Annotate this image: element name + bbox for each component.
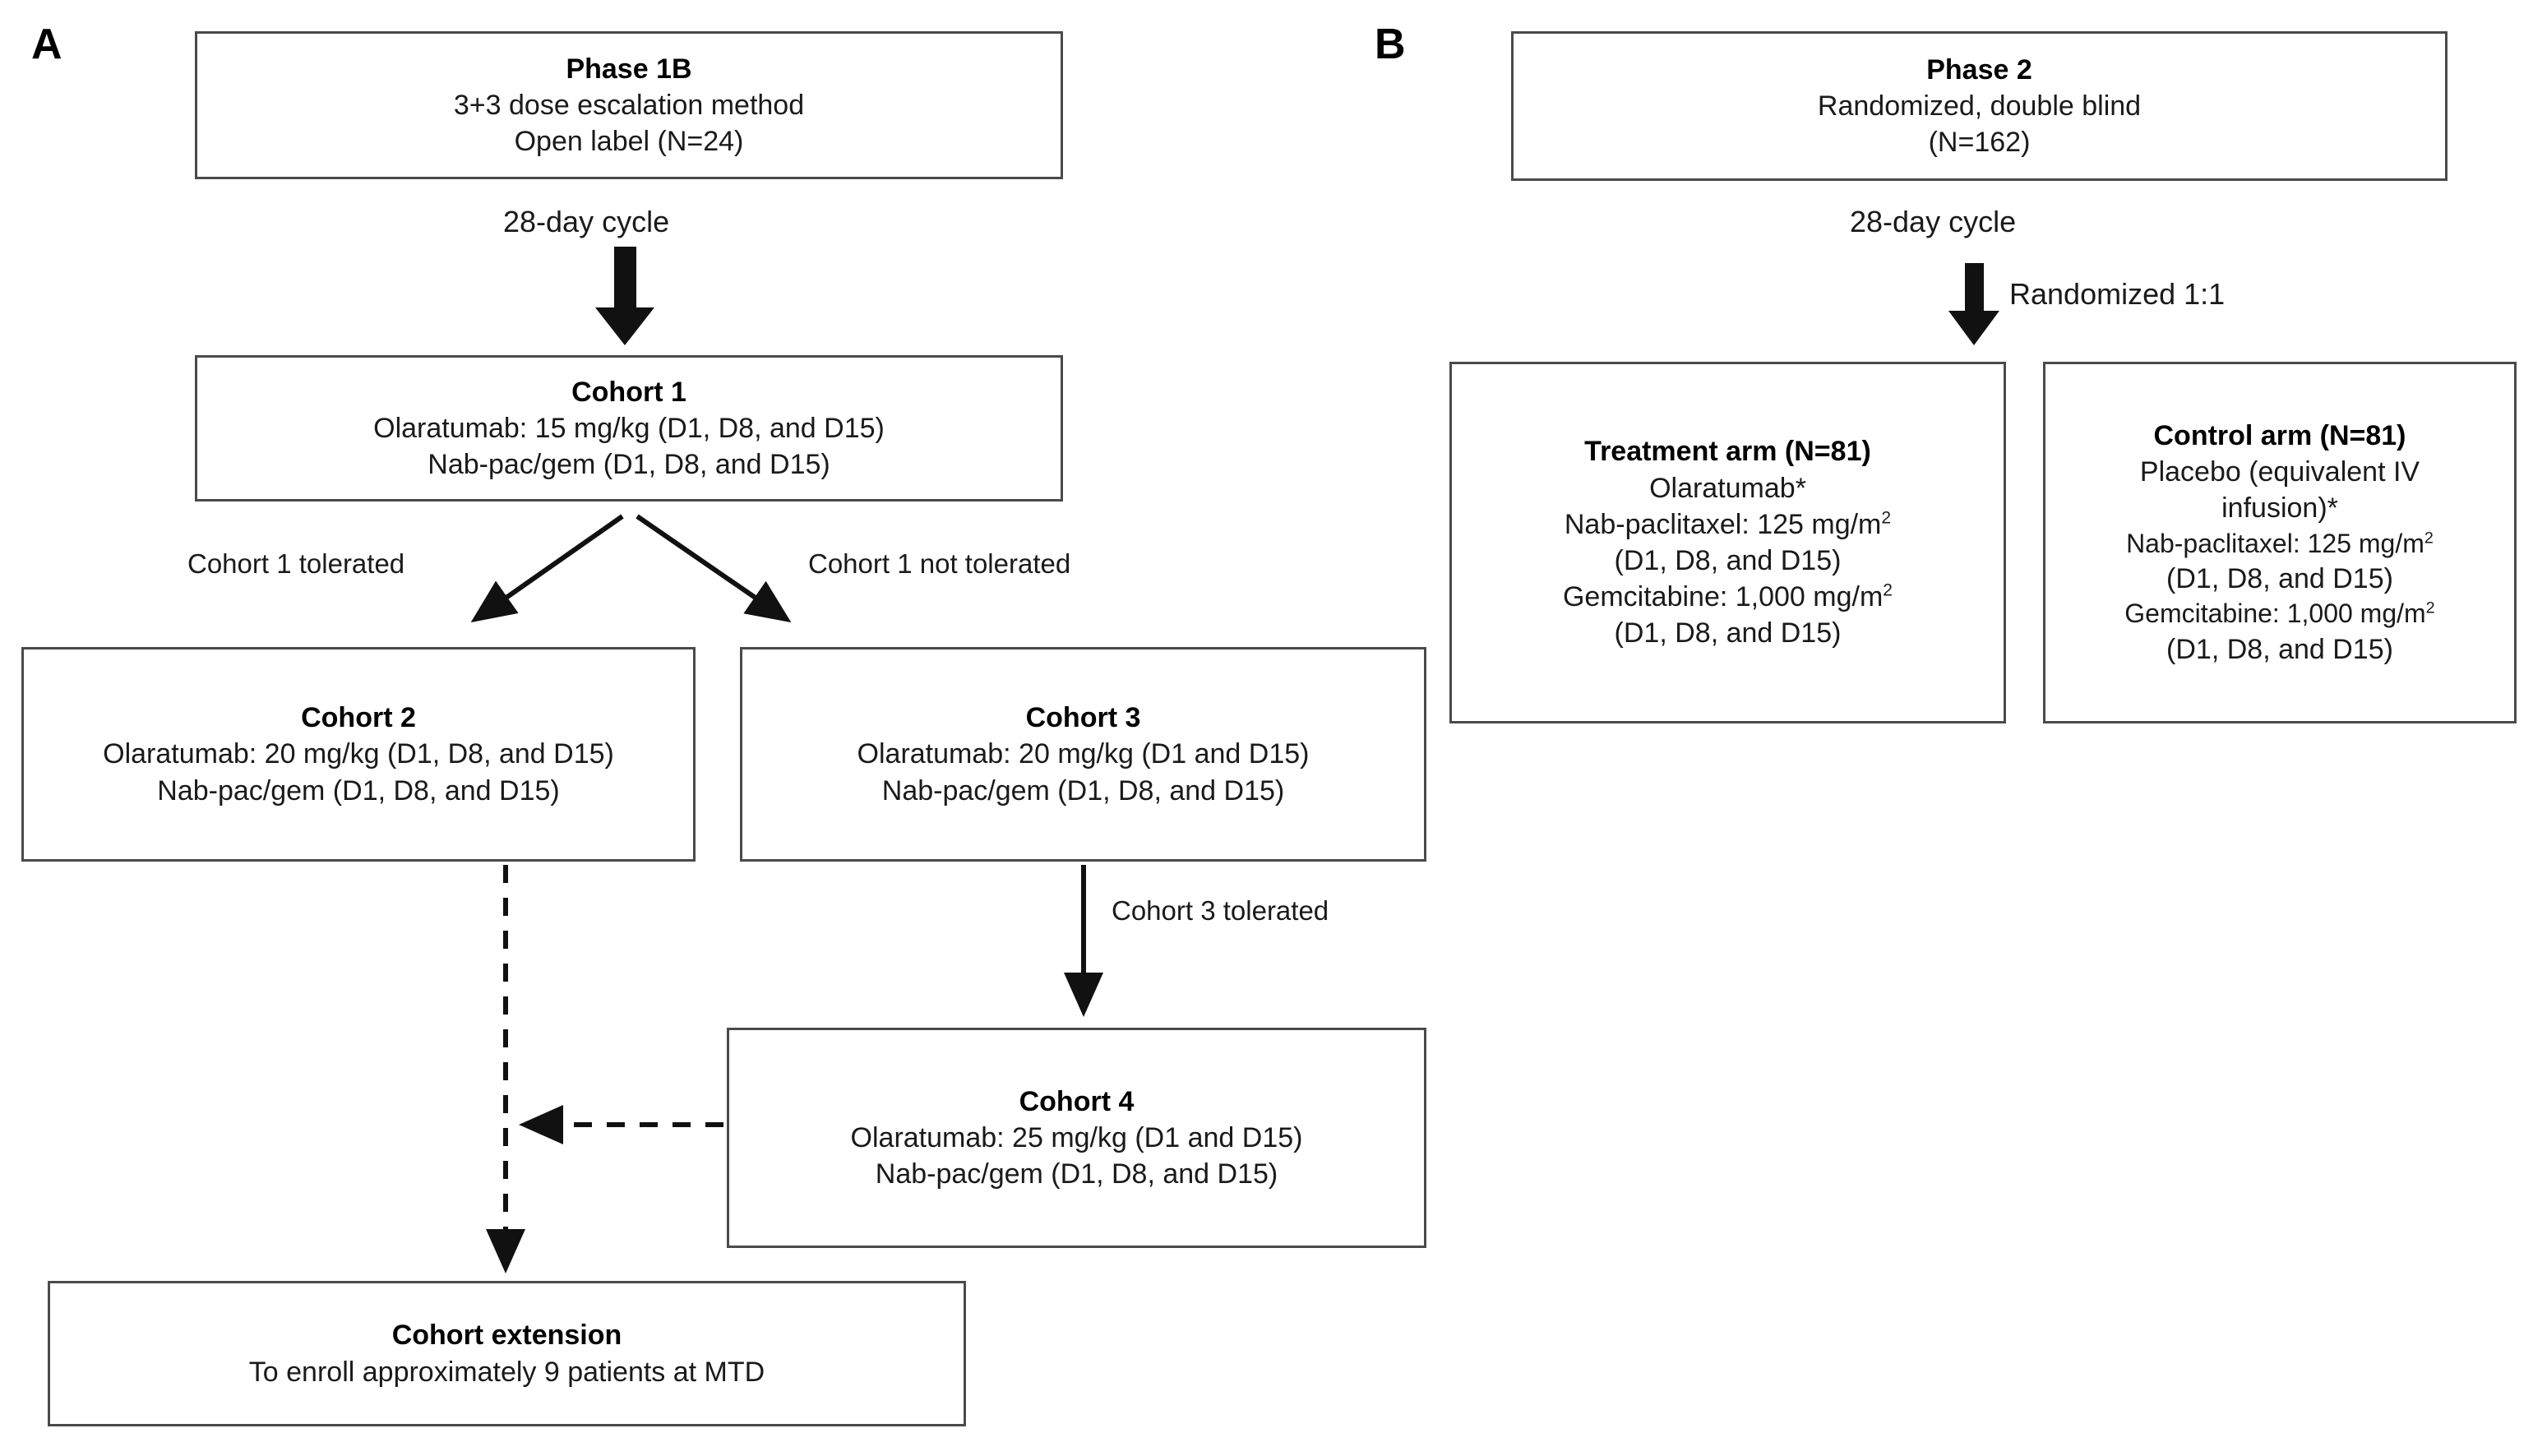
treatment-arm-line-4: Gemcitabine: 1,000 mg/m2 <box>1563 579 1893 615</box>
treatment-arm-title: Treatment arm (N=81) <box>1584 436 1871 468</box>
cohort-3-title: Cohort 3 <box>1025 702 1141 734</box>
control-arm-line-1: Placebo (equivalent IV <box>2139 456 2420 488</box>
cohort-2-title: Cohort 2 <box>301 702 416 734</box>
phase-2-line-2: (N=162) <box>1928 127 2031 159</box>
cohort-extension-line-1: To enroll approximately 9 patients at MT… <box>248 1356 765 1388</box>
control-arm-line-5: Gemcitabine: 1,000 mg/m2 <box>2124 597 2434 631</box>
control-arm-line-6: (D1, D8, and D15) <box>2166 633 2393 665</box>
cohort-4-line-2: Nab-pac/gem (D1, D8, and D15) <box>875 1158 1278 1190</box>
phase-1b-line-2: Open label (N=24) <box>514 126 744 158</box>
treatment-arm-line-1: Olaratumab* <box>1649 472 1806 504</box>
phase-2-title: Phase 2 <box>1926 53 2032 86</box>
cohort-2-line-2: Nab-pac/gem (D1, D8, and D15) <box>157 774 560 807</box>
cohort-1-title: Cohort 1 <box>571 376 686 408</box>
treatment-arm-line-4-sup: 2 <box>1883 580 1893 600</box>
treatment-arm-box: Treatment arm (N=81) Olaratumab* Nab-pac… <box>1449 362 2006 723</box>
control-arm-title: Control arm (N=81) <box>2153 419 2406 451</box>
treatment-arm-line-5: (D1, D8, and D15) <box>1614 617 1842 649</box>
arrow-cohort1-to-cohort3 <box>636 514 792 623</box>
arrow-phase1b-to-cohort1 <box>595 247 654 345</box>
cohort-2-line-1: Olaratumab: 20 mg/kg (D1, D8, and D15) <box>103 738 614 770</box>
branch-label-cohort-1-tolerated: Cohort 1 tolerated <box>187 548 405 579</box>
treatment-arm-line-3: (D1, D8, and D15) <box>1614 545 1842 576</box>
cohort-4-title: Cohort 4 <box>1019 1085 1135 1117</box>
phase-1b-title: Phase 1B <box>566 53 692 85</box>
cohort-3-line-1: Olaratumab: 20 mg/kg (D1 and D15) <box>857 738 1310 770</box>
phase-1b-line-1: 3+3 dose escalation method <box>453 89 805 121</box>
control-arm-line-2: infusion)* <box>2221 492 2338 525</box>
cohort-extension-title: Cohort extension <box>391 1320 622 1352</box>
phase-2-box: Phase 2 Randomized, double blind (N=162) <box>1511 31 2447 181</box>
treatment-arm-line-4-text: Gemcitabine: 1,000 mg/m <box>1562 581 1884 613</box>
cohort-4-line-1: Olaratumab: 25 mg/kg (D1 and D15) <box>850 1121 1303 1153</box>
cohort-extension-box: Cohort extension To enroll approximately… <box>48 1281 966 1426</box>
cohort-1-box: Cohort 1 Olaratumab: 15 mg/kg (D1, D8, a… <box>195 355 1063 502</box>
branch-label-cohort-1-not-tolerated: Cohort 1 not tolerated <box>808 548 1071 579</box>
phase-2-line-1: Randomized, double blind <box>1817 90 2142 122</box>
control-arm-box: Control arm (N=81) Placebo (equivalent I… <box>2043 362 2517 723</box>
arrow-cohort1-to-cohort2 <box>470 514 624 623</box>
arrow-phase2-randomization <box>1948 263 1999 345</box>
label-cohort-3-tolerated: Cohort 3 tolerated <box>1112 895 1329 926</box>
panel-letter-b: B <box>1375 21 1406 68</box>
treatment-arm-line-2-sup: 2 <box>1881 508 1892 528</box>
panel-letter-a: A <box>31 21 62 68</box>
cycle-label-a: 28-day cycle <box>503 205 670 238</box>
control-arm-line-5-sup: 2 <box>2425 599 2435 617</box>
control-arm-line-3: Nab-paclitaxel: 125 mg/m2 <box>2126 527 2434 562</box>
cohort-1-line-1: Olaratumab: 15 mg/kg (D1, D8, and D15) <box>373 412 885 444</box>
cohort-1-line-2: Nab-pac/gem (D1, D8, and D15) <box>428 449 830 481</box>
treatment-arm-line-2-text: Nab-paclitaxel: 125 mg/m <box>1564 508 1882 540</box>
control-arm-line-3-text: Nab-paclitaxel: 125 mg/m <box>2126 528 2424 558</box>
control-arm-line-4: (D1, D8, and D15) <box>2166 563 2393 595</box>
treatment-arm-line-2: Nab-paclitaxel: 125 mg/m2 <box>1565 506 1891 543</box>
label-randomized-1-1: Randomized 1:1 <box>2009 277 2226 311</box>
cohort-2-box: Cohort 2 Olaratumab: 20 mg/kg (D1, D8, a… <box>21 647 696 862</box>
cohort-3-box: Cohort 3 Olaratumab: 20 mg/kg (D1 and D1… <box>740 647 1426 862</box>
cohort-3-line-2: Nab-pac/gem (D1, D8, and D15) <box>881 774 1285 807</box>
control-arm-line-3-sup: 2 <box>2424 528 2434 547</box>
cohort-4-box: Cohort 4 Olaratumab: 25 mg/kg (D1 and D1… <box>727 1028 1426 1248</box>
cycle-label-b: 28-day cycle <box>1850 205 2017 238</box>
phase-1b-box: Phase 1B 3+3 dose escalation method Open… <box>195 31 1063 179</box>
control-arm-line-5-text: Gemcitabine: 1,000 mg/m <box>2124 599 2426 629</box>
